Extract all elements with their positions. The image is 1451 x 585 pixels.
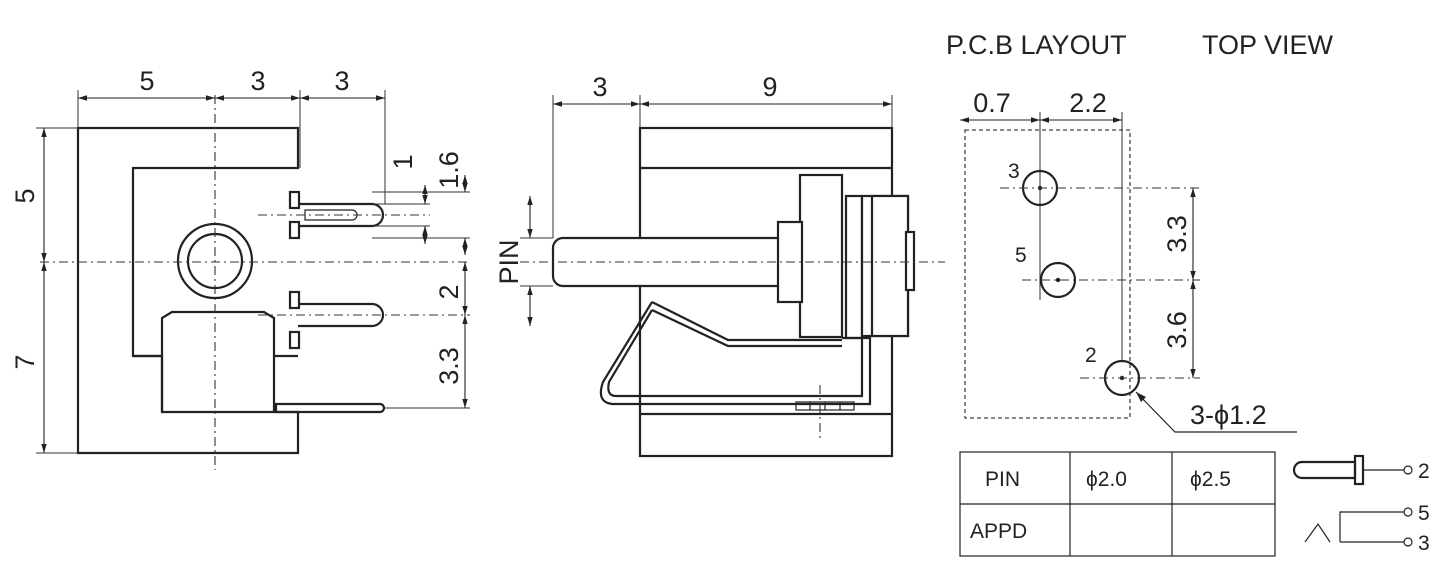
dim-height-top: 5 (10, 188, 40, 203)
hole-label-3: 3 (1008, 160, 1020, 183)
front-view: 5 3 3 5 7 1 1.6 2 3.3 (10, 66, 470, 470)
hole-note: 3-ϕ1.2 (1190, 400, 1267, 430)
pcb-subtitle: TOP VIEW (1202, 30, 1334, 60)
side-view: 3 9 PIN (494, 72, 945, 458)
table-cell-pin: PIN (985, 468, 1020, 491)
pcb-dim-3-3: 3.3 (1162, 215, 1192, 253)
pin-label: PIN (494, 239, 524, 284)
schematic-pin-3: 3 (1418, 532, 1430, 555)
side-dim-9: 9 (762, 72, 777, 102)
table-cell-d20: ϕ2.0 (1086, 468, 1127, 491)
pin-table: PIN ϕ2.0 ϕ2.5 APPD (959, 451, 1276, 557)
dim-1: 1 (388, 154, 418, 169)
table-cell-d25: ϕ2.5 (1190, 468, 1231, 491)
pcb-dim-0-7: 0.7 (973, 88, 1011, 118)
pcb-layout: P.C.B LAYOUT TOP VIEW 0.7 2.2 3.3 3.6 3 … (946, 30, 1334, 433)
pcb-title: P.C.B LAYOUT (946, 30, 1127, 60)
dim-3-3: 3.3 (434, 347, 464, 385)
pcb-dim-2-2: 2.2 (1069, 88, 1107, 118)
dim-height-bottom: 7 (10, 354, 40, 369)
table-cell-appd: APPD (970, 520, 1027, 543)
hole-label-5: 5 (1015, 244, 1027, 267)
side-dim-3: 3 (592, 72, 607, 102)
schematic-pin-5: 5 (1418, 502, 1430, 525)
dim-width-c: 3 (334, 66, 349, 96)
dim-2: 2 (434, 284, 464, 299)
pcb-dim-3-6: 3.6 (1162, 311, 1192, 349)
dim-width-b: 3 (250, 66, 265, 96)
schematic-pin-2: 2 (1418, 460, 1430, 483)
dim-width-a: 5 (139, 66, 154, 96)
jack-schematic: 2 5 3 (1292, 454, 1430, 555)
hole-label-2: 2 (1085, 344, 1097, 367)
dim-1-6: 1.6 (434, 151, 464, 189)
